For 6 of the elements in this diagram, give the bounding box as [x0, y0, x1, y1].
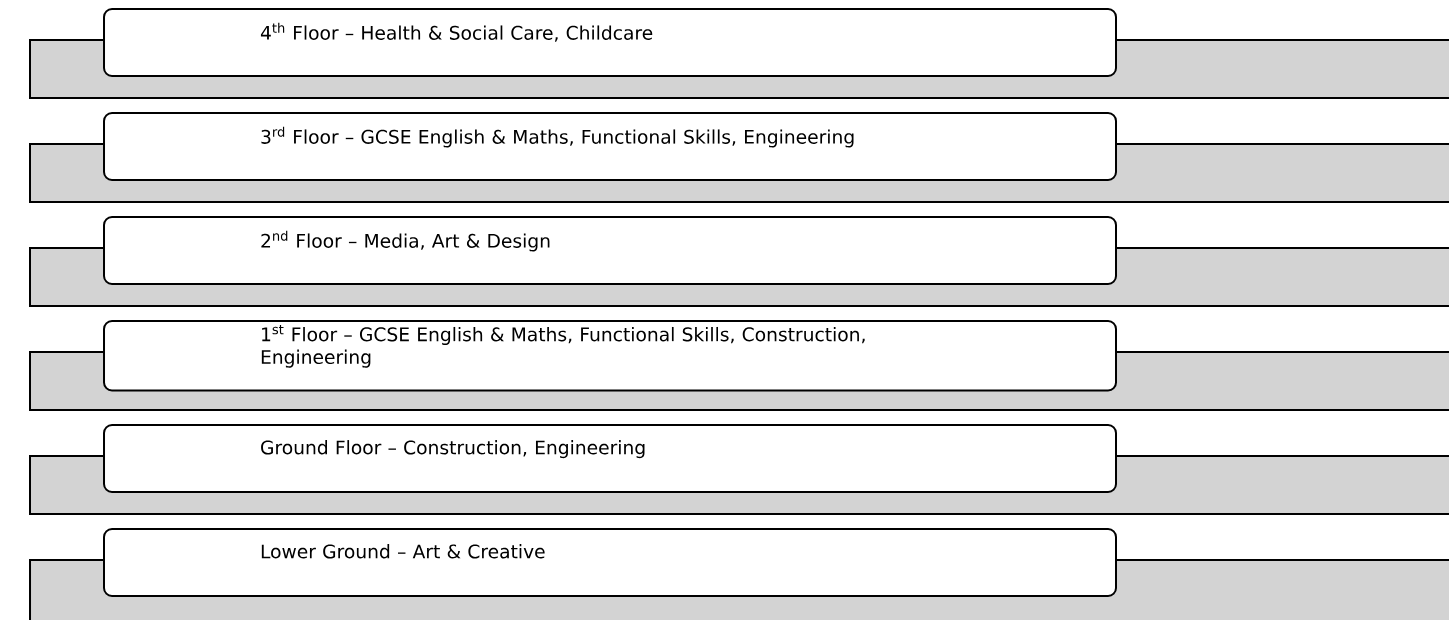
floor-box: Lower Ground – Art & Creative — [103, 528, 1117, 597]
floor-box: 1$^{st}$ Floor – GCSE English & Maths, Functional Skills, Construction, Engineering — [103, 320, 1117, 392]
floor-box: 3$^{rd}$ Floor – GCSE English & Maths, Functional Skills, Engineering — [103, 112, 1117, 181]
floor-box: 4$^{th}$ Floor – Health & Social Care, Childcare — [103, 8, 1117, 77]
floor-box: Ground Floor – Construction, Engineering — [103, 424, 1117, 493]
floor-box: 2$^{nd}$ Floor – Media, Art & Design — [103, 216, 1117, 285]
